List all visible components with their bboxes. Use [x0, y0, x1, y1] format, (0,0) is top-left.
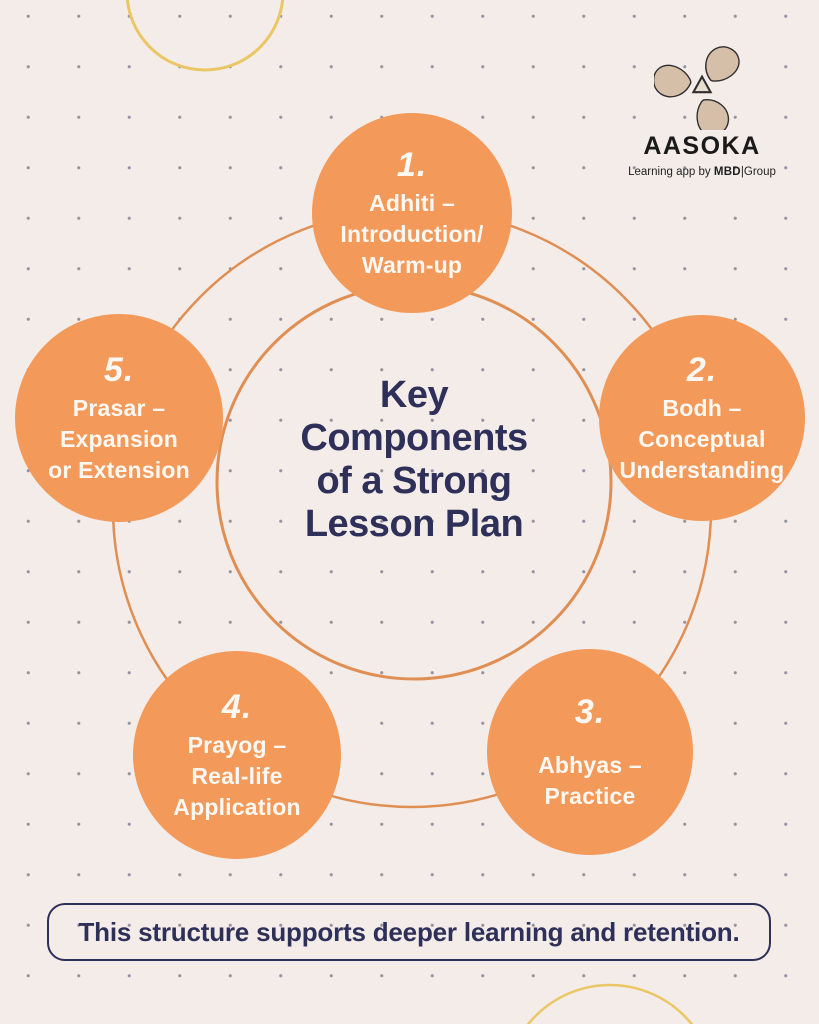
component-node-2: 2. Bodh – Conceptual Understanding	[592, 308, 812, 528]
component-label-line: Practice	[544, 782, 636, 809]
component-label-line: Understanding	[619, 456, 785, 483]
component-circle-3	[487, 649, 693, 855]
component-label-line: Adhiti –	[369, 189, 455, 216]
component-number: 1.	[396, 145, 428, 184]
component-node-3: 3. Abhyas – Practice	[480, 642, 700, 862]
title-line: Components	[300, 417, 528, 459]
title-line: of a Strong	[316, 460, 512, 502]
component-label-line: Bodh –	[662, 394, 742, 421]
component-number: 4.	[221, 687, 253, 726]
component-label-line: Warm-up	[361, 251, 463, 278]
decorative-circle-top	[125, 0, 285, 72]
component-label-line: Prasar –	[72, 394, 166, 421]
component-label-line: Introduction/	[340, 220, 484, 247]
component-label-line: Abhyas –	[538, 751, 642, 778]
page-title: Key Components of a Strong Lesson Plan	[214, 374, 614, 546]
title-line: Lesson Plan	[304, 503, 524, 545]
brand-logo: AASOKA Learning app by MBD|Group	[618, 44, 786, 178]
component-label-line: Expansion	[59, 425, 179, 452]
component-label-line: Real-life	[191, 762, 283, 789]
component-node-4: 4. Prayog – Real-life Application	[127, 645, 347, 865]
component-number: 2.	[686, 350, 718, 389]
component-number: 5.	[103, 350, 135, 389]
brand-name: AASOKA	[643, 132, 761, 160]
aasoka-logo-icon	[654, 44, 745, 130]
component-node-1: 1. Adhiti – Introduction/ Warm-up	[302, 103, 522, 323]
component-label-line: Conceptual	[638, 425, 766, 452]
component-label-line: Application	[173, 793, 301, 820]
brand-tagline: Learning app by MBD|Group	[628, 166, 776, 178]
component-circle-2	[599, 315, 805, 521]
component-circle-5	[15, 314, 223, 522]
component-label-line: or Extension	[48, 456, 190, 483]
tagline-prefix: Learning app by	[628, 166, 714, 178]
component-circle-4	[133, 651, 341, 859]
title-line: Key	[379, 374, 449, 416]
footer-banner: This structure supports deeper learning …	[47, 903, 771, 961]
tagline-mbd: MBD	[713, 166, 741, 178]
component-circle-1	[312, 113, 512, 313]
component-label-line: Prayog –	[187, 731, 287, 758]
footer-text: This structure supports deeper learning …	[78, 916, 740, 947]
tagline-group: |Group	[740, 166, 776, 178]
component-node-5: 5. Prasar – Expansion or Extension	[9, 308, 229, 528]
component-number: 3.	[574, 692, 606, 731]
decorative-circle-bottom	[526, 983, 694, 1024]
